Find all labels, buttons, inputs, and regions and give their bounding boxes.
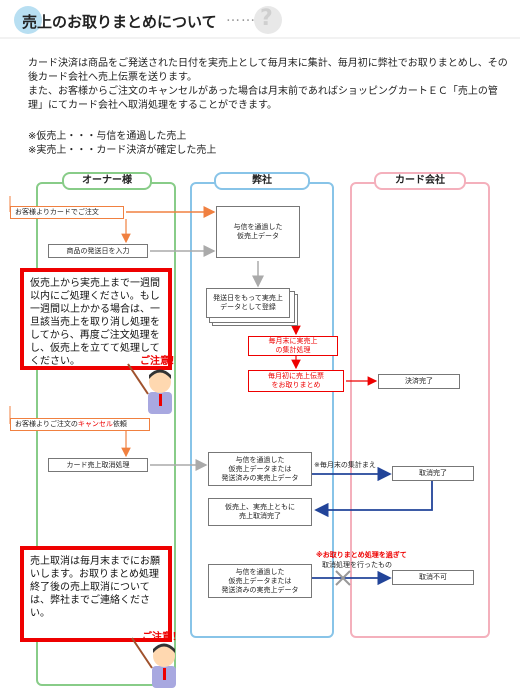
caution-box-2: 売上取消は毎月末までにお願いします。お取りまとめ処理終了後の売上取消については、… <box>20 546 172 642</box>
definition-notes: ※仮売上・・・与信を通過した売上 ※実売上・・・カード決済が確定した売上 <box>28 130 216 158</box>
month-end-aggregation-box: 毎月末に実売上の集計処理 <box>248 336 338 356</box>
register-actual-sales-box: 発送日をもって実売上データとして登録 <box>206 288 290 318</box>
provisional-sales-box: 与信を通過した仮売上データ <box>216 206 300 258</box>
cancel-request-label: お客様よりご注文のキャンセル依頼 <box>10 418 150 431</box>
cancel-done-box: 取消完了 <box>392 466 474 481</box>
sales-data-box-2: 与信を通過した仮売上データまたは発送済みの実売上データ <box>208 564 312 598</box>
page-title: 売上のお取りまとめについて <box>22 13 217 31</box>
note-provisional-sales: ※仮売上・・・与信を通過した売上 <box>28 131 187 142</box>
title-bar: 売上のお取りまとめについて …… ? <box>0 0 520 40</box>
enter-ship-date-box: 商品の発送日を入力 <box>48 244 148 258</box>
month-start-slip-box: 毎月初に売上伝票をお取りまとめ <box>248 370 344 392</box>
presenter-icon-2 <box>131 637 176 688</box>
intro-text: カード決済は商品をご発送された日付を実売上として毎月末に集計、毎月初に弊社でお取… <box>28 57 512 113</box>
before-month-end-label: ※毎月末の集計まえ <box>314 461 376 469</box>
presenter-icon <box>127 363 172 414</box>
question-mark-icon: ? <box>260 6 273 31</box>
both-cancelled-box: 仮売上、実売上ともに売上取消完了 <box>208 498 312 526</box>
card-cancel-box: カード売上取消処理 <box>48 458 148 472</box>
lane-header-company: 弊社 <box>214 172 310 190</box>
after-processing-label-1: ※お取りまとめ処理を過ぎて <box>316 551 407 559</box>
caution-box-1: 仮売上から実売上まで一週間以内にご処理ください。もし一週間以上かかる場合は、一旦… <box>20 268 172 370</box>
title-dots: …… <box>226 9 256 25</box>
lane-header-card-company: カード会社 <box>374 172 466 190</box>
note-actual-sales: ※実売上・・・カード決済が確定した売上 <box>28 145 217 156</box>
after-processing-label-2: 取消処理を行ったもの <box>322 561 392 569</box>
intro-paragraph-2: また、お客様からご注文のキャンセルがあった場合は月末前であればショッピングカート… <box>28 86 498 111</box>
intro-paragraph-1: カード決済は商品をご発送された日付を実売上として毎月末に集計、毎月初に弊社でお取… <box>28 58 508 83</box>
caution-label-2: ご注意！ <box>142 632 182 643</box>
cancel-impossible-box: 取消不可 <box>392 570 474 585</box>
settled-box: 決済完了 <box>378 374 460 389</box>
order-by-card-label: お客様よりカードでご注文 <box>10 206 124 219</box>
lane-header-owner: オーナー様 <box>62 172 152 190</box>
sales-data-box: 与信を通過した仮売上データまたは発送済みの実売上データ <box>208 452 312 486</box>
title-decoration <box>0 6 520 39</box>
caution-label-1: ご注意！ <box>140 356 180 367</box>
